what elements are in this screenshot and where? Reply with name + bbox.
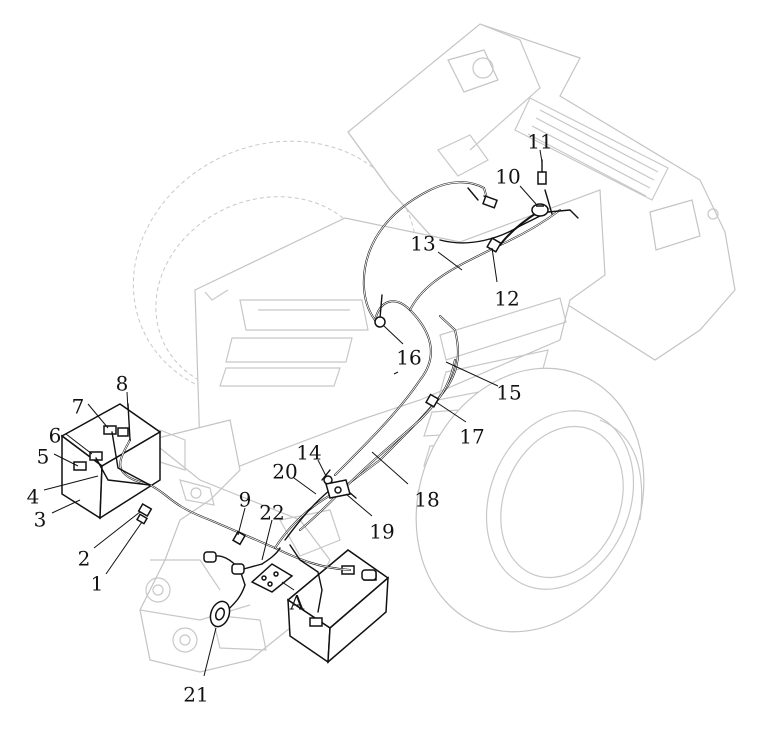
component-clip-12 <box>486 237 502 253</box>
callout-11: 11 <box>527 130 552 154</box>
machine-outline <box>132 23 736 673</box>
component-switch <box>203 551 377 581</box>
callout-16: 16 <box>396 346 421 370</box>
battery-right <box>286 549 390 664</box>
callout-6: 6 <box>49 424 62 448</box>
battery-left <box>60 403 162 520</box>
callout-4: 4 <box>27 485 40 509</box>
callout-9: 9 <box>239 488 252 512</box>
callout-2: 2 <box>78 547 91 571</box>
component-fusebox-A <box>250 563 294 593</box>
component-clip-2 <box>136 503 153 525</box>
callout-7: 7 <box>72 395 85 419</box>
callout-22: 22 <box>259 501 284 525</box>
callout-8: 8 <box>116 372 129 396</box>
component-horn-21 <box>209 600 231 628</box>
callout-18: 18 <box>414 488 439 512</box>
component-relay-10 <box>531 203 549 217</box>
callout-15: 15 <box>496 381 521 405</box>
leader-lines <box>43 149 543 677</box>
component-clip-17 <box>425 393 440 408</box>
wiring-harness <box>95 181 579 613</box>
callout-1: 1 <box>91 572 104 596</box>
component-clip-22 <box>232 530 246 546</box>
callout-13: 13 <box>410 232 435 256</box>
callout-19: 19 <box>369 520 394 544</box>
component-junction-19 <box>325 479 351 499</box>
callout-a: A <box>289 591 305 615</box>
callout-20: 20 <box>272 460 297 484</box>
callout-21: 21 <box>183 683 208 707</box>
callout-3: 3 <box>34 508 47 532</box>
callout-5: 5 <box>37 445 50 469</box>
battery-terminal-left-1 <box>73 425 129 471</box>
callout-12: 12 <box>494 287 519 311</box>
callout-10: 10 <box>495 165 520 189</box>
callout-17: 17 <box>459 425 484 449</box>
callout-14: 14 <box>296 441 321 465</box>
